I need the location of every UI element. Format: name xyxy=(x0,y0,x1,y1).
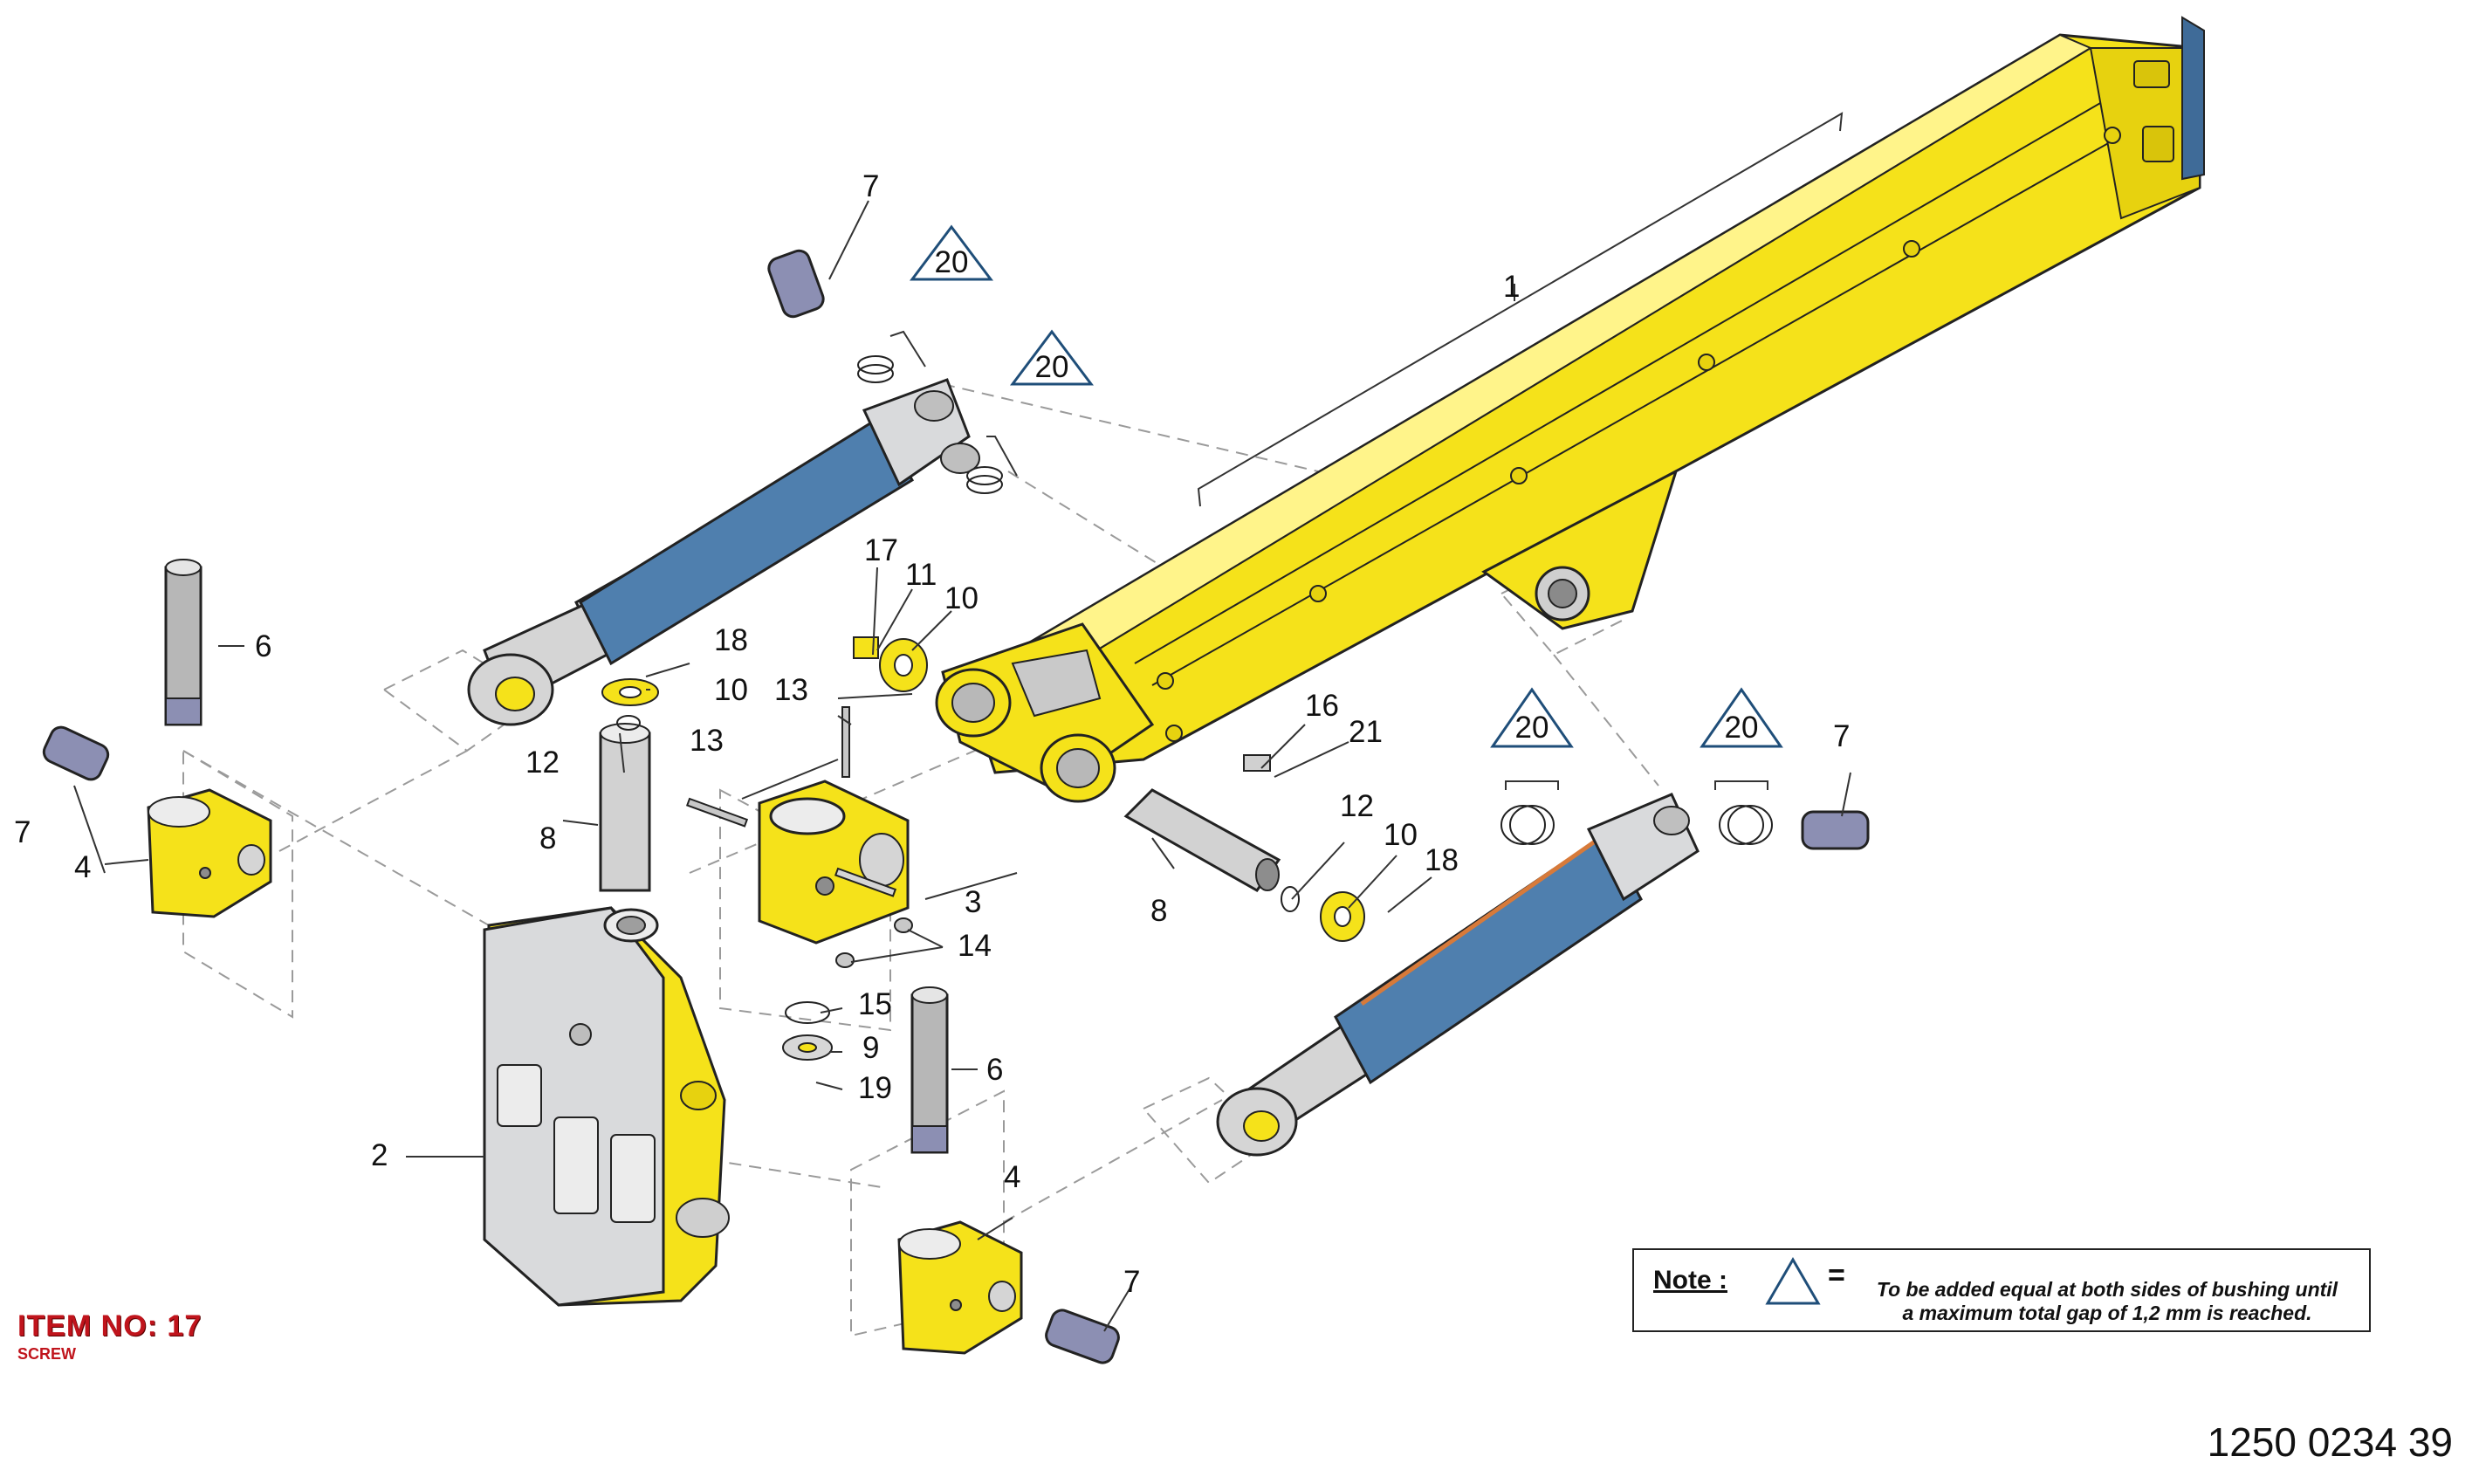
note-line-1: To be added equal at both sides of bushi… xyxy=(1876,1278,2338,1301)
callout-13: 13 xyxy=(690,724,724,758)
callout-labels: 1 7 6 7 4 17 11 10 18 10 13 12 13 8 3 14… xyxy=(14,169,1850,1299)
gap-marker-text: 20 xyxy=(1035,350,1069,384)
callout-8: 8 xyxy=(539,821,556,855)
end-cap-bottom xyxy=(1045,1309,1120,1364)
leader-lines xyxy=(73,112,1851,1332)
gap-marker-text: 20 xyxy=(1515,711,1549,745)
callout-15: 15 xyxy=(858,987,892,1021)
mounting-plate xyxy=(483,906,730,1307)
note-label: Note : xyxy=(1653,1266,1727,1295)
callout-11: 11 xyxy=(905,558,937,592)
bracket-upper xyxy=(147,788,272,918)
callout-21: 21 xyxy=(1349,715,1383,749)
pin-vertical xyxy=(599,723,651,892)
gap-marker-top-right: 20 xyxy=(1010,329,1094,386)
callout-18: 18 xyxy=(1425,843,1459,877)
boom xyxy=(935,16,2205,803)
callout-6: 6 xyxy=(255,629,271,663)
callout-7: 7 xyxy=(1123,1265,1140,1299)
gap-marker-text: 20 xyxy=(935,245,969,279)
pin-long-upper xyxy=(164,559,203,726)
callout-16: 16 xyxy=(1305,689,1339,723)
gap-marker-lower-left: 20 xyxy=(1490,687,1574,748)
pin-horizontal xyxy=(1123,788,1281,892)
end-cap-top xyxy=(767,249,825,319)
callout-10: 10 xyxy=(944,581,979,615)
callout-4: 4 xyxy=(1004,1160,1020,1194)
item-label: ITEM NO: 17 SCREW xyxy=(17,1309,202,1364)
note-box: Note : = To be added equal at both sides… xyxy=(1632,1248,2371,1332)
callout-12: 12 xyxy=(1340,789,1374,823)
callout-14: 14 xyxy=(958,929,992,963)
callout-19: 19 xyxy=(858,1071,892,1105)
note-line-2: a maximum total gap of 1,2 mm is reached… xyxy=(1902,1302,2312,1324)
callout-1: 1 xyxy=(1503,270,1520,304)
callout-12: 12 xyxy=(525,745,560,780)
callout-7: 7 xyxy=(862,169,879,203)
callout-17: 17 xyxy=(864,533,898,567)
callout-9: 9 xyxy=(862,1031,879,1065)
pivot-block xyxy=(758,780,913,968)
pin-long-lower xyxy=(910,986,949,1154)
callout-7: 7 xyxy=(1833,719,1850,753)
note-equals: = xyxy=(1828,1259,1845,1292)
callout-8: 8 xyxy=(1150,894,1167,928)
bracket-lower xyxy=(897,1220,1023,1355)
drawing-number: 1250 0234 39 xyxy=(2207,1419,2453,1465)
callout-2: 2 xyxy=(371,1138,388,1172)
callout-7: 7 xyxy=(14,815,31,849)
shim-washers xyxy=(857,355,1773,845)
callout-10: 10 xyxy=(714,673,748,707)
item-name: SCREW xyxy=(17,1345,76,1363)
end-cap-left xyxy=(42,725,110,781)
gap-marker-lower-right: 20 xyxy=(1700,687,1783,748)
note-text: To be added equal at both sides of bushi… xyxy=(1854,1278,2360,1325)
triangle-icon xyxy=(1765,1257,1821,1305)
callout-4: 4 xyxy=(74,850,91,884)
small-hardware xyxy=(601,636,1365,1061)
end-cap-right xyxy=(1801,810,1870,850)
item-number-title: ITEM NO: 17 xyxy=(17,1309,203,1343)
callout-18: 18 xyxy=(714,623,748,657)
callout-13: 13 xyxy=(774,673,808,707)
lower-cylinder xyxy=(1216,793,1700,1157)
gap-marker-text: 20 xyxy=(1725,711,1759,745)
upper-cylinder xyxy=(467,378,980,726)
gap-marker-top-left: 20 xyxy=(910,224,993,281)
callout-10: 10 xyxy=(1384,818,1418,852)
callout-6: 6 xyxy=(986,1053,1003,1087)
callout-3: 3 xyxy=(965,885,981,919)
